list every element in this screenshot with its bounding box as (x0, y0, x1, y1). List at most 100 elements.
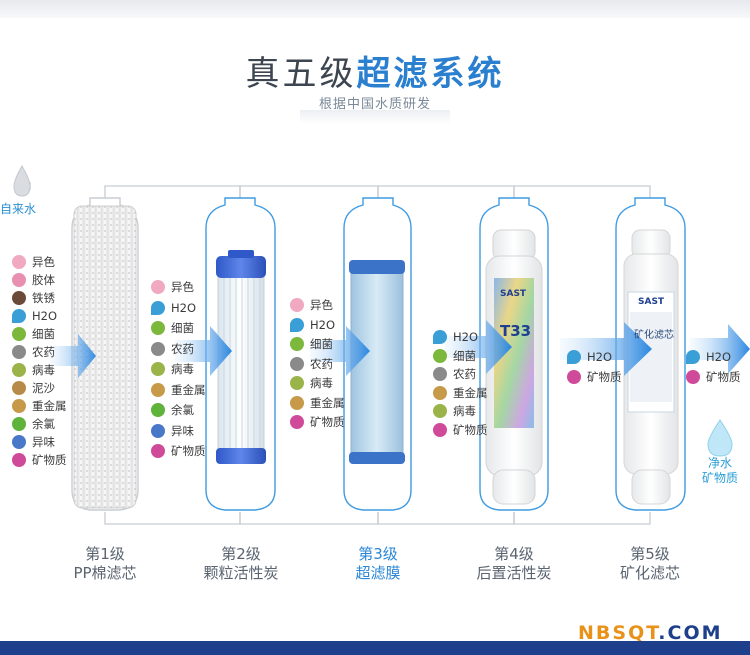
rust-particle-icon (12, 291, 26, 305)
stage5-name-label: 矿化滤芯 (634, 330, 674, 341)
contaminant-item: 农药 (433, 365, 476, 383)
contaminant-label: 病毒 (453, 404, 476, 418)
pure-water-label: 净水矿物质 (701, 456, 738, 485)
pink-blob-icon (12, 255, 26, 269)
contaminant-item: 农药 (290, 355, 333, 373)
virus-icon (433, 404, 447, 418)
contaminant-label: H2O (32, 309, 58, 323)
contaminant-label: H2O (706, 350, 732, 364)
contaminant-item: 异色 (12, 253, 55, 271)
page-title: 真五级超滤系统 (245, 54, 505, 94)
contaminant-label: 病毒 (310, 376, 333, 390)
contaminant-item: 细菌 (12, 325, 55, 343)
stage4-brand-label: SAST (500, 289, 527, 299)
contaminant-item: 重金属 (151, 381, 206, 399)
mineral-cartridge (623, 229, 679, 505)
contaminant-item: 异味 (151, 422, 194, 440)
water-drop-icon (686, 350, 700, 364)
chlorine-icon (151, 403, 165, 417)
contaminant-item: 病毒 (151, 360, 194, 378)
pure-water-drop-icon (707, 419, 733, 457)
chlorine-icon (12, 417, 26, 431)
pesticide-icon (290, 356, 304, 371)
contaminant-label: 异色 (32, 255, 55, 269)
stage5-brand-label: SAST (638, 297, 665, 307)
contaminant-item: 矿物质 (433, 421, 488, 439)
top-banner (0, 0, 750, 18)
contaminant-item: H2O (12, 307, 57, 325)
flow-arrow-1 (50, 334, 96, 378)
tap-water-drop-icon (13, 164, 31, 197)
odor-icon (12, 435, 26, 449)
water-drop-icon (12, 309, 26, 323)
contaminant-item: 泥沙 (12, 379, 55, 397)
contaminant-label: 异味 (171, 423, 194, 438)
stage-4-label: 第4级后置活性炭 (476, 545, 552, 582)
contaminant-item: 细菌 (290, 335, 333, 353)
contaminant-label: 铁锈 (32, 291, 55, 305)
bacteria-icon (290, 337, 304, 351)
contaminant-item: 细菌 (433, 347, 476, 365)
contaminant-item: 异色 (290, 296, 333, 314)
contaminant-label: 农药 (453, 367, 476, 381)
mineral-k-icon (12, 453, 26, 467)
virus-icon (12, 363, 26, 377)
stage-2-label: 第2级颗粒活性炭 (203, 545, 279, 582)
bacteria-icon (151, 321, 165, 335)
contaminant-item: 病毒 (433, 402, 476, 420)
contaminant-item: H2O (567, 348, 612, 366)
contaminant-item: 重金属 (12, 397, 67, 415)
bacteria-icon (433, 348, 447, 363)
pipe-lines (29, 182, 651, 525)
contaminant-label: 农药 (32, 345, 55, 359)
contaminant-label: 重金属 (453, 385, 488, 400)
contaminant-item: 重金属 (290, 394, 345, 412)
contaminant-item: 矿物质 (686, 368, 741, 386)
contaminant-item: 矿物质 (290, 413, 345, 431)
post-carbon-cartridge (485, 229, 543, 505)
heavy-metal-icon (151, 382, 165, 397)
contaminant-item: 细菌 (151, 319, 194, 337)
flow-arrow-out (690, 324, 750, 374)
bacteria-icon (12, 327, 26, 341)
water-drop-icon (290, 317, 304, 332)
contaminant-label: 胶体 (32, 273, 55, 287)
contaminant-item: 矿物质 (567, 368, 622, 386)
mineral-k-icon (686, 370, 700, 384)
contaminant-item: H2O (686, 348, 731, 366)
water-drop-icon (567, 350, 581, 364)
water-drop-icon (151, 300, 165, 315)
granular-carbon-cartridge (216, 250, 266, 464)
site-brand: NBSQT.COM (578, 622, 723, 644)
pink-blob-icon (151, 280, 165, 294)
contaminant-label: 异色 (310, 298, 333, 312)
contaminant-label: 泥沙 (32, 381, 55, 395)
contaminant-label: 矿物质 (453, 422, 488, 437)
housing-stage-2 (205, 197, 276, 511)
contaminant-label: 矿物质 (310, 415, 345, 429)
contaminant-label: 重金属 (310, 395, 345, 410)
heavy-metal-icon (290, 395, 304, 410)
pink-cluster-icon (12, 273, 26, 287)
flow-arrow-3 (310, 326, 370, 376)
contaminant-label: 农药 (310, 356, 333, 371)
contaminant-item: 病毒 (12, 361, 55, 379)
contaminant-item: 农药 (151, 340, 194, 358)
mineral-k-icon (290, 415, 304, 429)
contaminant-label: H2O (587, 350, 613, 364)
mineral-k-icon (567, 370, 581, 384)
contaminant-item: 农药 (12, 343, 55, 361)
odor-icon (151, 423, 165, 438)
contaminant-item: 胶体 (12, 271, 55, 289)
contaminant-label: 余氯 (32, 417, 55, 431)
contaminant-item: H2O (151, 299, 196, 317)
contaminant-item: H2O (290, 316, 335, 334)
flow-arrows (50, 320, 750, 378)
contaminant-label: 病毒 (32, 363, 55, 377)
contaminant-label: 病毒 (171, 362, 194, 376)
contaminant-label: 矿物质 (706, 370, 741, 384)
housing-stage-4 (479, 197, 549, 511)
contaminant-item: 异味 (12, 433, 55, 451)
